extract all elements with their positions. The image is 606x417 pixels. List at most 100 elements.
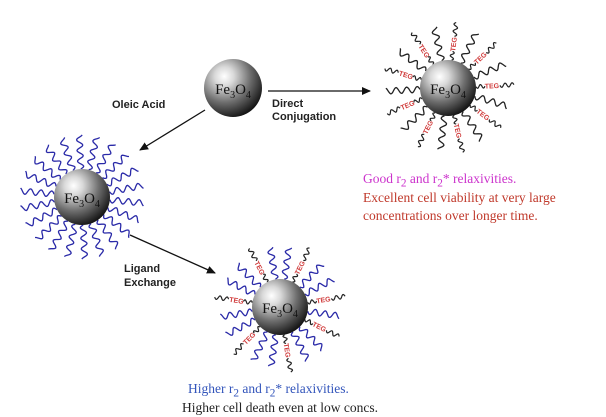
teg-spacer-chain xyxy=(474,95,507,110)
oleic-acid-chain xyxy=(96,144,116,174)
mixed-teg-chain-tail xyxy=(330,293,346,301)
bare-iron-oxide-core: Fe3O4 xyxy=(204,59,262,117)
mixed-teg-chain-stub xyxy=(282,334,288,345)
oleic-acid-chain xyxy=(107,206,139,224)
mixed-oleic-chain xyxy=(307,308,340,320)
teg-chain-label: TEG xyxy=(398,70,414,81)
teg-spacer-chain xyxy=(431,26,445,62)
oleic-acid-chain xyxy=(59,137,76,171)
mixed-teg-chain-tail xyxy=(286,357,294,373)
teg-spacer-chain xyxy=(385,85,421,95)
mixed-oleic-chain xyxy=(237,262,262,288)
oleic-core-formula: Fe3O4 xyxy=(64,191,100,210)
mixed-oleic-chain xyxy=(267,334,279,367)
teg-spacer-chain xyxy=(460,33,480,64)
mixed-teg-chain-tail xyxy=(248,248,258,262)
teg-chain-stub xyxy=(452,114,458,125)
mixed-particle-toxicity-note: Higher cell death even at low concs. xyxy=(182,400,379,415)
oleic-acid-chain xyxy=(88,223,105,257)
mixed-teg-chain-label: TEG xyxy=(294,260,307,276)
teg-chain-label: TEG xyxy=(450,36,459,52)
oleic-acid-chain xyxy=(96,219,119,250)
teg-chain-stub xyxy=(469,104,478,112)
teg-chain-stub xyxy=(468,62,476,70)
oleic-acid-chain xyxy=(79,224,89,260)
oleic-acid-chain xyxy=(103,214,130,238)
ligand-exchange-arrow xyxy=(129,234,216,274)
mixed-oleic-chain xyxy=(298,326,323,352)
teg-chain-stub xyxy=(475,84,486,89)
mixed-oleic-chain xyxy=(250,331,268,361)
teg-spacer-chain xyxy=(473,62,507,80)
teg-chain-label: TEG xyxy=(422,119,435,135)
teg-chain-tail xyxy=(488,119,502,128)
oleic-acid-chain xyxy=(25,207,58,227)
oleic-acid-arrow xyxy=(139,109,206,151)
teg-chain-tail xyxy=(386,106,401,116)
oleic-core-sphere xyxy=(54,169,110,225)
oleic-acid-chain xyxy=(35,214,62,240)
mixed-oleic-chain xyxy=(304,278,335,297)
mixed-core-formula: Fe3O4 xyxy=(262,301,298,320)
oleic-acid-chain xyxy=(20,199,55,212)
oleic-acid-chain xyxy=(48,220,68,250)
teg-chain-tail xyxy=(384,67,399,74)
teg-chain-label: TEG xyxy=(452,123,462,139)
mixed-teg-chain-stub xyxy=(253,326,261,334)
mixed-teg-chain-stub xyxy=(242,299,253,305)
bare-core-formula: Fe3O4 xyxy=(215,82,251,101)
teg-chain-stub xyxy=(429,112,436,122)
mixed-oleic-chain xyxy=(267,246,279,280)
oleic-acid-chain xyxy=(45,144,68,175)
ligand-exchange-label-line1: Ligand xyxy=(124,263,160,275)
mixed-teg-chain-stub xyxy=(304,319,314,326)
mixed-oleic-chain xyxy=(225,317,256,336)
mixed-teg-chain-label: TEG xyxy=(242,331,257,347)
teg-chain-label: TEG xyxy=(485,83,500,91)
oleic-acid-chain xyxy=(109,197,144,207)
oleic-acid-label: Oleic Acid xyxy=(112,99,165,111)
teg-chain-stub xyxy=(412,75,422,81)
mixed-teg-chain-label: TEG xyxy=(282,343,291,359)
teg-particle-relaxivity-note: Good r2 and r2* relaxivities. xyxy=(363,171,517,190)
oleic-acid-chain xyxy=(34,156,61,180)
teg-chain-tail xyxy=(417,133,425,148)
mixed-teg-chain-stub xyxy=(292,273,299,283)
direct-conjugation-label-line1: Direct xyxy=(272,98,304,110)
teg-chain-stub xyxy=(449,50,455,61)
oleic-acid-chain xyxy=(20,187,55,197)
mixed-teg-chain-stub xyxy=(307,299,318,305)
oleic-acid-chain xyxy=(102,154,129,180)
oleic-acid-chain xyxy=(63,223,78,258)
oleic-acid-chain xyxy=(75,134,85,170)
mixed-teg-chain-tail xyxy=(233,342,244,356)
mixed-teg-chain-label: TEG xyxy=(311,321,327,334)
teg-particle-viability-note-line2: concentrations over longer time. xyxy=(363,208,538,223)
ligand-exchange-label-line2: Exchange xyxy=(124,277,176,289)
teg-chain-tail xyxy=(457,138,465,153)
mixed-teg-chain-tail xyxy=(214,295,230,301)
mixed-oleic-chain xyxy=(226,277,256,295)
teg-chain-tail xyxy=(499,82,515,88)
teg-chain-stub xyxy=(413,97,423,103)
mixed-oleic-chain xyxy=(299,264,325,289)
teg-core-sphere xyxy=(420,60,476,116)
mixed-teg-chain-stub xyxy=(262,273,269,283)
mixed-core-sphere xyxy=(252,279,308,335)
teg-spacer-chain xyxy=(400,105,428,131)
mixed-particle-relaxivity-note: Higher r2 and r2* relaxivities. xyxy=(188,381,349,400)
teg-chain-label: TEG xyxy=(475,108,491,123)
teg-chain-tail xyxy=(485,41,497,54)
oleic-acid-chain xyxy=(106,167,139,187)
mixed-teg-chain-label: TEG xyxy=(229,297,245,306)
oleic-acid-chain xyxy=(86,136,101,171)
teg-particle-viability-note-line1: Excellent cell viability at very large xyxy=(363,190,556,205)
mixed-teg-chain-tail xyxy=(325,330,340,337)
teg-chain-tail xyxy=(452,21,459,37)
teg-core-formula: Fe3O4 xyxy=(430,82,466,101)
teg-spacer-chain xyxy=(461,111,483,142)
teg-chain-stub xyxy=(427,56,435,65)
